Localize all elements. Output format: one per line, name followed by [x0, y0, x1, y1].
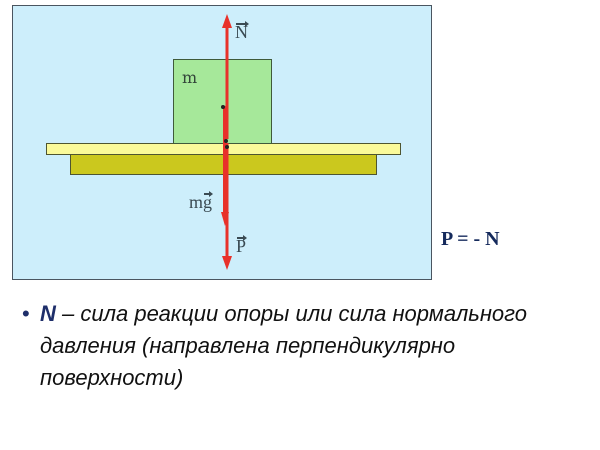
center-of-mass-dot [221, 105, 225, 109]
contact-point-dot [224, 139, 228, 143]
vector-N-label: N [235, 21, 249, 42]
bullet-description: сила реакции опоры или сила нормального … [40, 301, 528, 390]
force-arrows [221, 14, 232, 270]
definition-bullet: • N – сила реакции опоры или сила нормал… [22, 298, 580, 394]
vector-P-label: P [236, 235, 248, 256]
normal-force-arrowhead [222, 14, 232, 28]
bullet-marker: • [22, 301, 30, 326]
bullet-dash: – [55, 301, 81, 326]
weight-arrowhead [222, 256, 232, 270]
formula-p-equals-minus-n: P = - N [441, 228, 500, 250]
mass-block: m [173, 59, 272, 144]
block-label: m [182, 68, 198, 87]
support-point-dot [225, 145, 229, 149]
bullet-term: N [40, 301, 56, 326]
